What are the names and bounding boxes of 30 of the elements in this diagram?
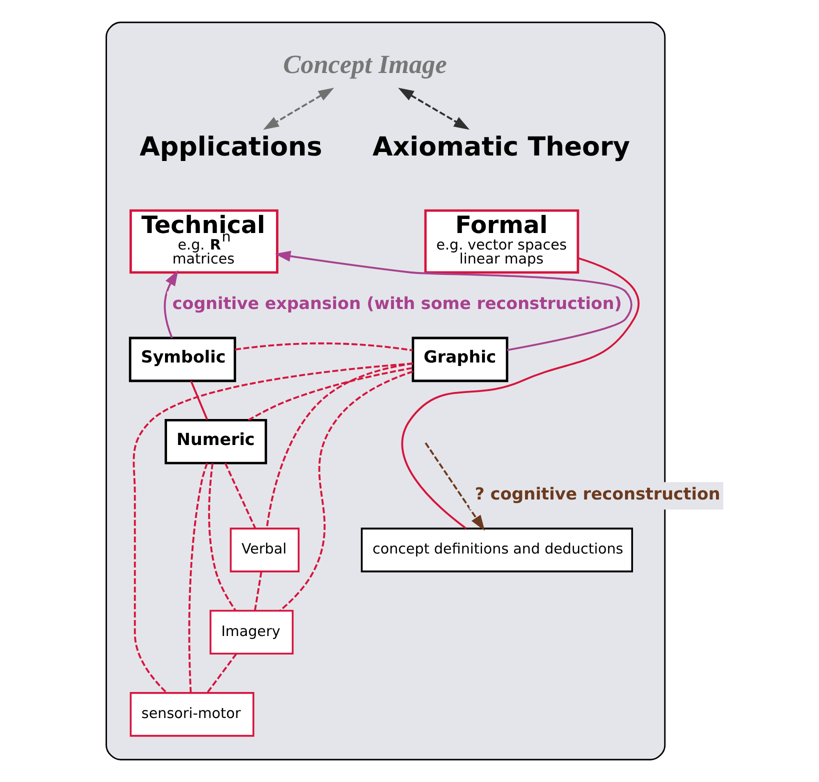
node-box: Graphic [411, 336, 508, 382]
node-box: Imagery [209, 610, 294, 655]
connector [247, 367, 412, 421]
connector [224, 462, 256, 529]
node-box: Verbal [229, 528, 300, 572]
node-text: Applications [139, 132, 322, 162]
connector [190, 380, 208, 420]
node-box: sensori-motor [129, 692, 254, 737]
arrow [398, 88, 470, 130]
node-box: Symbolic [128, 336, 236, 382]
connector [265, 362, 413, 528]
edge-label: ? cognitive reconstruction [474, 484, 720, 504]
connector [254, 572, 262, 610]
node-text: Axiomatic Theory [372, 132, 630, 162]
connector [401, 257, 639, 530]
arrow [163, 270, 178, 338]
arrow [274, 250, 632, 352]
connector [188, 462, 208, 693]
arrow [262, 88, 334, 130]
connector [234, 342, 412, 352]
connector [278, 370, 413, 612]
node-box: Numeric [164, 419, 267, 464]
connector [132, 362, 412, 694]
connector [208, 463, 236, 611]
edge-label: cognitive expansion (with some reconstruction) [172, 294, 622, 314]
connector [206, 653, 237, 693]
node-box: concept definitions and deductions [360, 528, 633, 572]
node-box: Formal e.g. vector spaces linear maps [424, 209, 579, 274]
node-text: Concept Image [282, 50, 446, 80]
arrow [424, 442, 484, 531]
